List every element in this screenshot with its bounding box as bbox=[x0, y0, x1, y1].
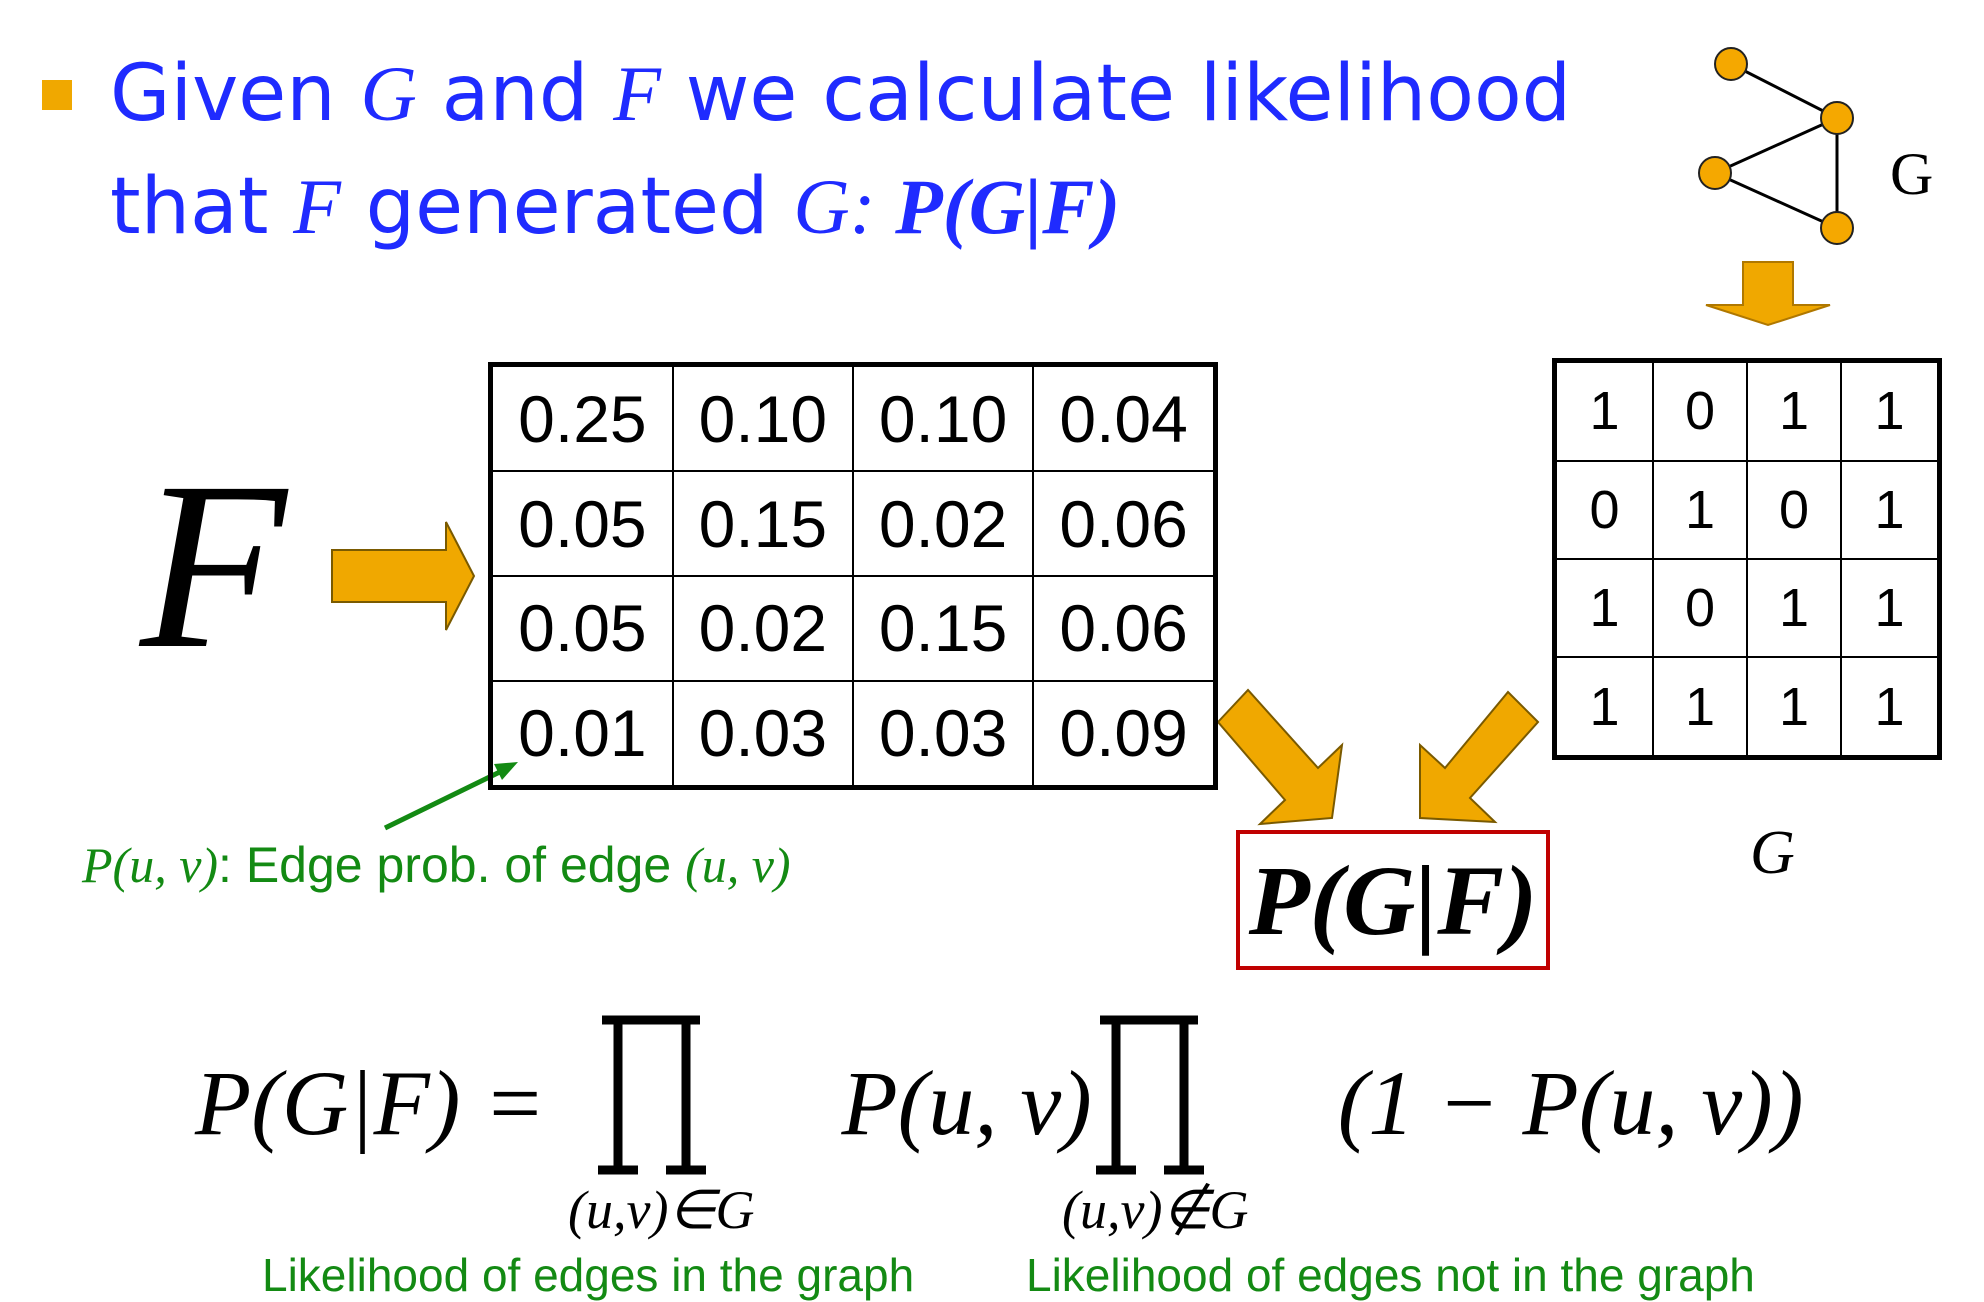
matrix-cell: 0.01 bbox=[489, 679, 674, 789]
matrix-cell: 0.25 bbox=[489, 363, 674, 473]
matrix-cell: 1 bbox=[1745, 656, 1843, 759]
graph-node bbox=[1698, 156, 1732, 190]
matrix-cell: 1 bbox=[1840, 359, 1941, 462]
matrix-cell: 0.15 bbox=[671, 470, 854, 577]
matrix-cell: 1 bbox=[1840, 656, 1941, 759]
matrix-cell: 1 bbox=[1651, 656, 1748, 759]
table-row: 0.01 0.03 0.03 0.09 bbox=[489, 679, 1217, 789]
right-arrow bbox=[331, 521, 476, 631]
matrix-cell: 0 bbox=[1553, 459, 1654, 560]
matrix-cell: 0.04 bbox=[1032, 363, 1217, 473]
matrix-cell: 1 bbox=[1840, 459, 1941, 560]
title-line-1: Given G and F we calculate likelihood bbox=[110, 49, 1572, 139]
matrix-cell: 1 bbox=[1553, 656, 1654, 759]
graph-label: G bbox=[1890, 141, 1934, 207]
matrix-cell: 0.09 bbox=[1032, 679, 1217, 789]
matrix-cell: 0.06 bbox=[1032, 574, 1217, 682]
product-symbol-notin bbox=[1096, 1015, 1204, 1175]
edge-probability-annotation: P(u, v): Edge prob. of edge (u, v) bbox=[82, 837, 791, 893]
matrix-cell: 0 bbox=[1651, 359, 1748, 462]
matrix-cell: 0.02 bbox=[671, 574, 854, 682]
table-row: 1 0 1 1 bbox=[1553, 359, 1941, 462]
matrix-cell: 0 bbox=[1745, 459, 1843, 560]
caption-edges-not-in-graph: Likelihood of edges not in the graph bbox=[1026, 1249, 1755, 1301]
matrix-cell: 1 bbox=[1840, 557, 1941, 659]
adjacency-label: G bbox=[1750, 819, 1795, 887]
table-row: 1 1 1 1 bbox=[1553, 656, 1941, 759]
matrix-cell: 0.10 bbox=[851, 363, 1035, 473]
product-subscript-notin: (u,v)∉G bbox=[1062, 1180, 1249, 1240]
matrix-cell: 1 bbox=[1745, 557, 1843, 659]
result-expression: P(G|F) bbox=[1248, 844, 1538, 956]
table-row: 0 1 0 1 bbox=[1553, 459, 1941, 560]
matrix-cell: 0.03 bbox=[671, 679, 854, 789]
bullet-marker bbox=[42, 80, 72, 110]
graph-g bbox=[1698, 47, 1854, 245]
matrix-cell: 0.15 bbox=[851, 574, 1035, 682]
table-row: 0.25 0.10 0.10 0.04 bbox=[489, 363, 1217, 473]
formula-term-notin: (1 − P(u, v)) bbox=[1337, 1052, 1804, 1154]
matrix-cell: 1 bbox=[1553, 557, 1654, 659]
down-arrow bbox=[1705, 261, 1831, 327]
matrix-cell: 0.03 bbox=[851, 679, 1035, 789]
diagonal-arrow-right bbox=[1419, 690, 1540, 824]
matrix-cell: 0.02 bbox=[851, 470, 1035, 577]
likelihood-formula: P(G|F) = P(u, v) (1 − P(u, v)) bbox=[195, 1050, 1803, 1156]
matrix-cell: 0.05 bbox=[489, 470, 674, 577]
table-row: 0.05 0.15 0.02 0.06 bbox=[489, 470, 1217, 577]
caption-edges-in-graph: Likelihood of edges in the graph bbox=[262, 1249, 915, 1301]
graph-node bbox=[1820, 101, 1854, 135]
matrix-cell: 1 bbox=[1745, 359, 1843, 462]
model-symbol-F: F bbox=[140, 432, 287, 698]
annotation-arrow bbox=[383, 765, 510, 831]
probability-matrix: 0.25 0.10 0.10 0.04 0.05 0.15 0.02 0.06 … bbox=[488, 362, 1218, 790]
formula-lhs: P(G|F) = bbox=[195, 1052, 546, 1154]
table-row: 0.05 0.02 0.15 0.06 bbox=[489, 574, 1217, 682]
matrix-cell: 0.10 bbox=[671, 363, 854, 473]
matrix-cell: 0.05 bbox=[489, 574, 674, 682]
diagonal-arrow-left bbox=[1216, 688, 1344, 826]
adjacency-matrix: 1 0 1 1 0 1 0 1 1 0 1 1 1 1 1 1 bbox=[1552, 358, 1942, 760]
matrix-cell: 1 bbox=[1553, 359, 1654, 462]
matrix-cell: 0.06 bbox=[1032, 470, 1217, 577]
graph-node bbox=[1714, 47, 1748, 81]
table-row: 1 0 1 1 bbox=[1553, 557, 1941, 659]
product-subscript-in: (u,v)∈G bbox=[568, 1180, 755, 1240]
formula-term-in: P(u, v) bbox=[841, 1052, 1092, 1154]
product-symbol-in bbox=[598, 1015, 706, 1175]
graph-node bbox=[1820, 211, 1854, 245]
matrix-cell: 1 bbox=[1651, 459, 1748, 560]
matrix-cell: 0 bbox=[1651, 557, 1748, 659]
result-box: P(G|F) bbox=[1236, 830, 1550, 970]
title-line-2: that F generated G: P(G|F) bbox=[110, 162, 1121, 252]
